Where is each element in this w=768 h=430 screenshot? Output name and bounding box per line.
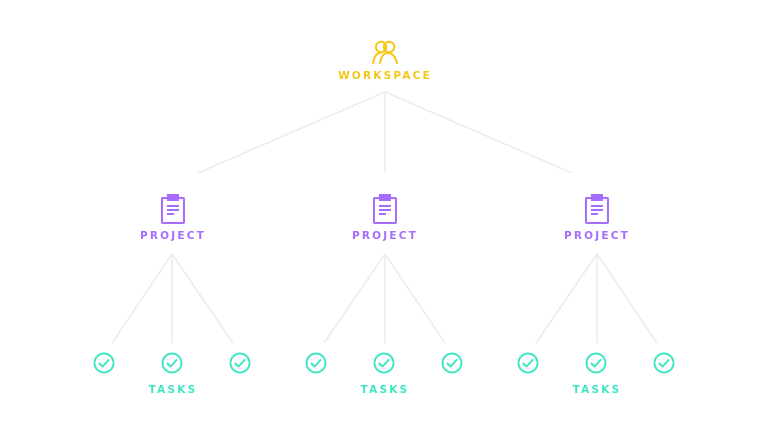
project-node-2: PROJECT	[352, 194, 418, 242]
clipboard-icon	[161, 194, 185, 224]
check-circle-icon	[653, 352, 675, 374]
tasks-label: TASKS	[360, 384, 410, 396]
check-circle-icon	[229, 352, 251, 374]
workspace-node: WORKSPACE	[338, 40, 432, 82]
project-node-1: PROJECT	[140, 194, 206, 242]
tasks-label: TASKS	[572, 384, 622, 396]
workspace-label: WORKSPACE	[338, 70, 432, 82]
check-circle-icon	[373, 352, 395, 374]
tasks-label: TASKS	[148, 384, 198, 396]
project-node-3: PROJECT	[564, 194, 630, 242]
clipboard-icon	[373, 194, 397, 224]
project-label: PROJECT	[563, 230, 631, 242]
project-label: PROJECT	[139, 230, 207, 242]
users-icon	[371, 40, 398, 64]
check-circle-icon	[517, 352, 539, 374]
clipboard-icon	[585, 194, 609, 224]
project-label: PROJECT	[351, 230, 419, 242]
check-circle-icon	[441, 352, 463, 374]
check-circle-icon	[305, 352, 327, 374]
check-circle-icon	[161, 352, 183, 374]
check-circle-icon	[585, 352, 607, 374]
check-circle-icon	[93, 352, 115, 374]
